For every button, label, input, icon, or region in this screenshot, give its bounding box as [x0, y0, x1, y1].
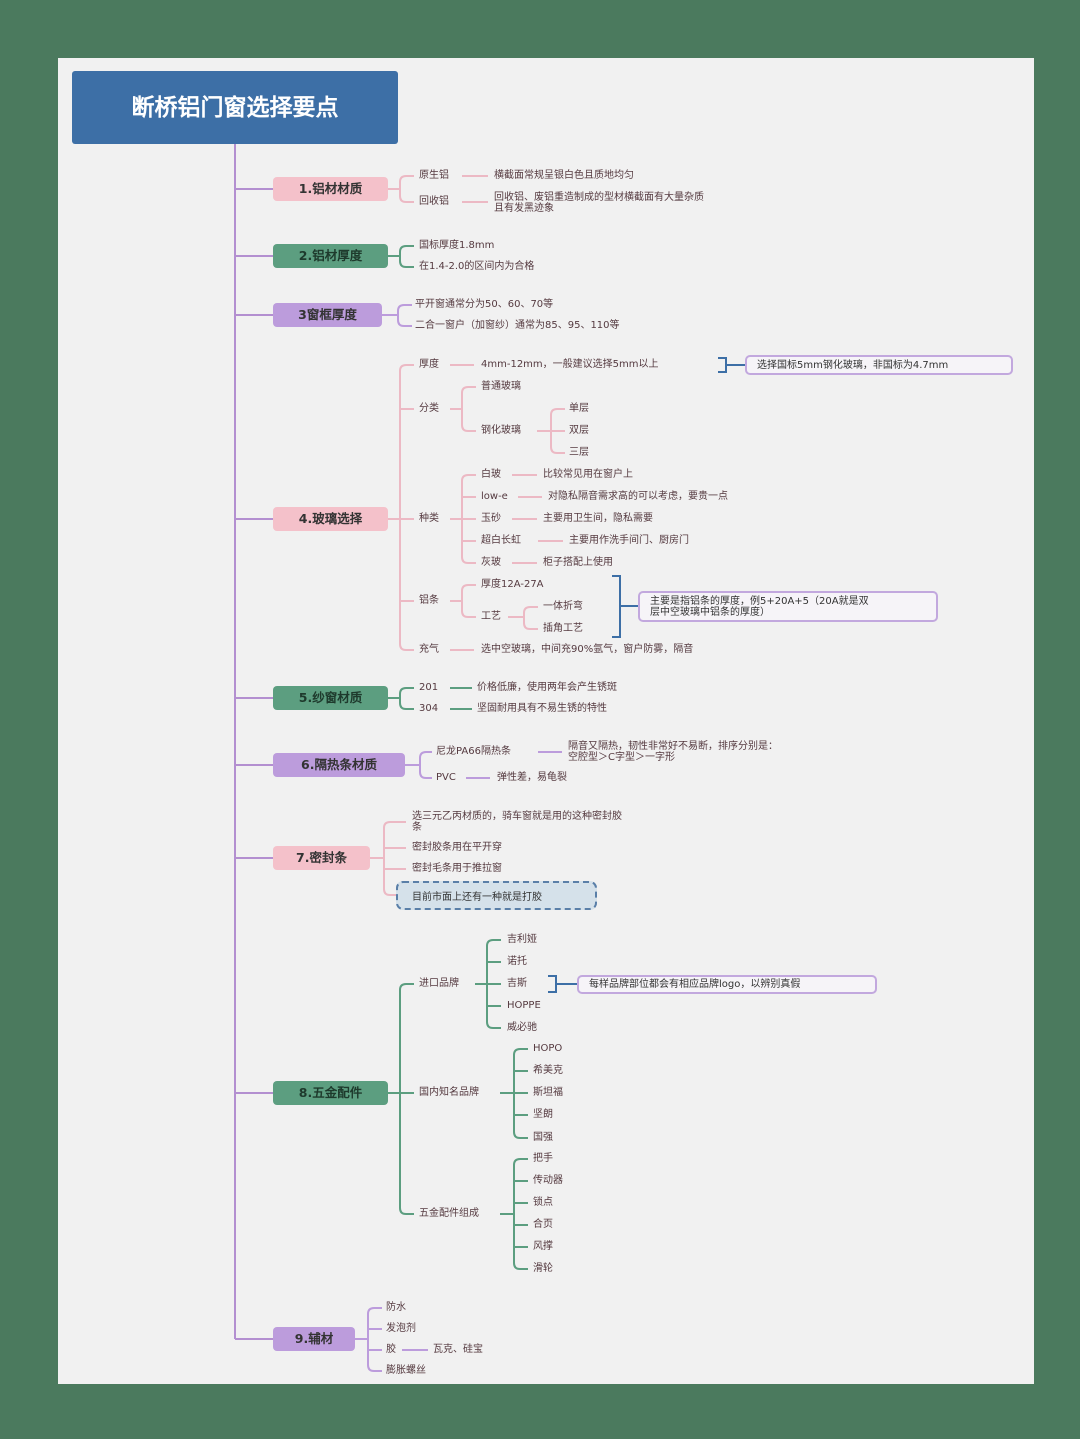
node: 坚朗: [533, 1109, 553, 1120]
node: 原生铝: [419, 170, 449, 181]
branch-aluminum-thickness[interactable]: 2.铝材厚度: [273, 244, 388, 268]
node: 进口品牌: [419, 978, 459, 989]
node: 条: [412, 822, 422, 833]
node: 一体折弯: [543, 601, 583, 612]
node: 五金配件组成: [419, 1208, 479, 1219]
node: 玉砂: [481, 513, 501, 524]
branch-thermal-strip[interactable]: 6.隔热条材质: [273, 753, 405, 777]
node: 隔音又隔热，韧性非常好不易断，排序分别是：: [568, 741, 778, 752]
node: 插角工艺: [543, 623, 583, 634]
node: 201: [419, 682, 439, 693]
node: 在1.4-2.0的区间内为合格: [419, 261, 535, 272]
node: 对隐私隔音需求高的可以考虑，要贵一点: [548, 491, 728, 502]
trunk-lines: [234, 144, 273, 1340]
node: 双层: [569, 425, 589, 436]
mindmap-canvas: [58, 58, 1034, 1384]
node: 厚度12A-27A: [481, 579, 544, 590]
node: 斯坦福: [533, 1087, 563, 1098]
node: low-e: [481, 491, 508, 502]
branch-glass[interactable]: 4.玻璃选择: [273, 507, 388, 531]
note-callout: 每样品牌部位都会有相应品牌logo，以辨别真假: [577, 975, 877, 994]
node: 价格低廉，使用两年会产生锈斑: [477, 682, 617, 693]
node: 横截面常规呈银白色且质地均匀: [494, 170, 634, 181]
branch-frame-thickness[interactable]: 3窗框厚度: [273, 303, 382, 327]
node: 国内知名品牌: [419, 1087, 479, 1098]
branch-seal-strip[interactable]: 7.密封条: [273, 846, 370, 870]
node: 膨胀螺丝: [386, 1365, 426, 1376]
node: 灰玻: [481, 557, 501, 568]
node: 弹性差，易龟裂: [497, 772, 567, 783]
node: 密封胶条用在平开穿: [412, 842, 502, 853]
branch-auxiliary[interactable]: 9.辅材: [273, 1327, 355, 1351]
node: 铝条: [419, 595, 439, 606]
node: HOPPE: [507, 1000, 541, 1011]
node: 种类: [419, 513, 439, 524]
node: PVC: [436, 772, 456, 783]
node: 希美克: [533, 1065, 563, 1076]
node: 威必驰: [507, 1022, 537, 1033]
node: 柜子搭配上使用: [543, 557, 613, 568]
node: 单层: [569, 403, 589, 414]
note-callout: 选择国标5mm钢化玻璃，非国标为4.7mm: [745, 355, 1013, 375]
highlight-node: 目前市面上还有一种就是打胶: [396, 881, 597, 910]
page-title: 断桥铝门窗选择要点: [72, 71, 398, 144]
node: 防水: [386, 1302, 406, 1313]
node: 且有发黑迹象: [494, 203, 554, 214]
node: 回收铝: [419, 196, 449, 207]
node: 厚度: [419, 359, 439, 370]
node: 合页: [533, 1219, 553, 1230]
node: 密封毛条用于推拉窗: [412, 863, 502, 874]
node: 4mm-12mm，一般建议选择5mm以上: [481, 359, 659, 370]
node: 普通玻璃: [481, 381, 521, 392]
node: 分类: [419, 403, 439, 414]
node: 主要用作洗手间门、厨房门: [569, 535, 689, 546]
node: 锁点: [533, 1197, 553, 1208]
note-line: 主要是指铝条的厚度，例5+20A+5（20A就是双: [650, 595, 869, 607]
node: 选三元乙丙材质的，骑车窗就是用的这种密封胶: [412, 811, 622, 822]
node: 吉利娅: [507, 934, 537, 945]
node: 传动器: [533, 1175, 563, 1186]
node: 风撑: [533, 1241, 553, 1252]
node: 平开窗通常分为50、60、70等: [415, 299, 554, 310]
node: 国标厚度1.8mm: [419, 240, 495, 251]
node: 空腔型＞C字型＞一字形: [568, 752, 675, 763]
node: 回收铝、废铝重造制成的型材横截面有大量杂质: [494, 192, 704, 203]
branch-screen-material[interactable]: 5.纱窗材质: [273, 686, 388, 710]
node: 304: [419, 703, 439, 714]
node: 发泡剂: [386, 1323, 416, 1334]
node: 二合一窗户（加窗纱）通常为85、95、110等: [415, 320, 620, 331]
node: 尼龙PA66隔热条: [436, 746, 511, 757]
note-line: 层中空玻璃中铝条的厚度）: [650, 606, 770, 618]
node: 比较常见用在窗户上: [543, 469, 633, 480]
node: 胶: [386, 1344, 396, 1355]
node: 国强: [533, 1132, 553, 1143]
node: 坚固耐用具有不易生锈的特性: [477, 703, 607, 714]
node: HOPO: [533, 1043, 563, 1054]
node: 充气: [419, 644, 439, 655]
node: 吉斯: [507, 978, 527, 989]
node: 选中空玻璃，中间充90%氩气，窗户防雾，隔音: [481, 644, 694, 655]
node: 把手: [533, 1153, 553, 1164]
node: 工艺: [481, 611, 501, 622]
note-callout: 主要是指铝条的厚度，例5+20A+5（20A就是双 层中空玻璃中铝条的厚度）: [638, 591, 938, 622]
branch-aluminum-material[interactable]: 1.铝材材质: [273, 177, 388, 201]
node: 瓦克、硅宝: [433, 1344, 483, 1355]
node: 诺托: [507, 956, 527, 967]
node: 超白长虹: [481, 535, 521, 546]
node: 主要用卫生间，隐私需要: [543, 513, 653, 524]
node: 三层: [569, 447, 589, 458]
node: 钢化玻璃: [481, 425, 521, 436]
node: 白玻: [481, 469, 501, 480]
node: 滑轮: [533, 1263, 553, 1274]
branch-hardware[interactable]: 8.五金配件: [273, 1081, 388, 1105]
